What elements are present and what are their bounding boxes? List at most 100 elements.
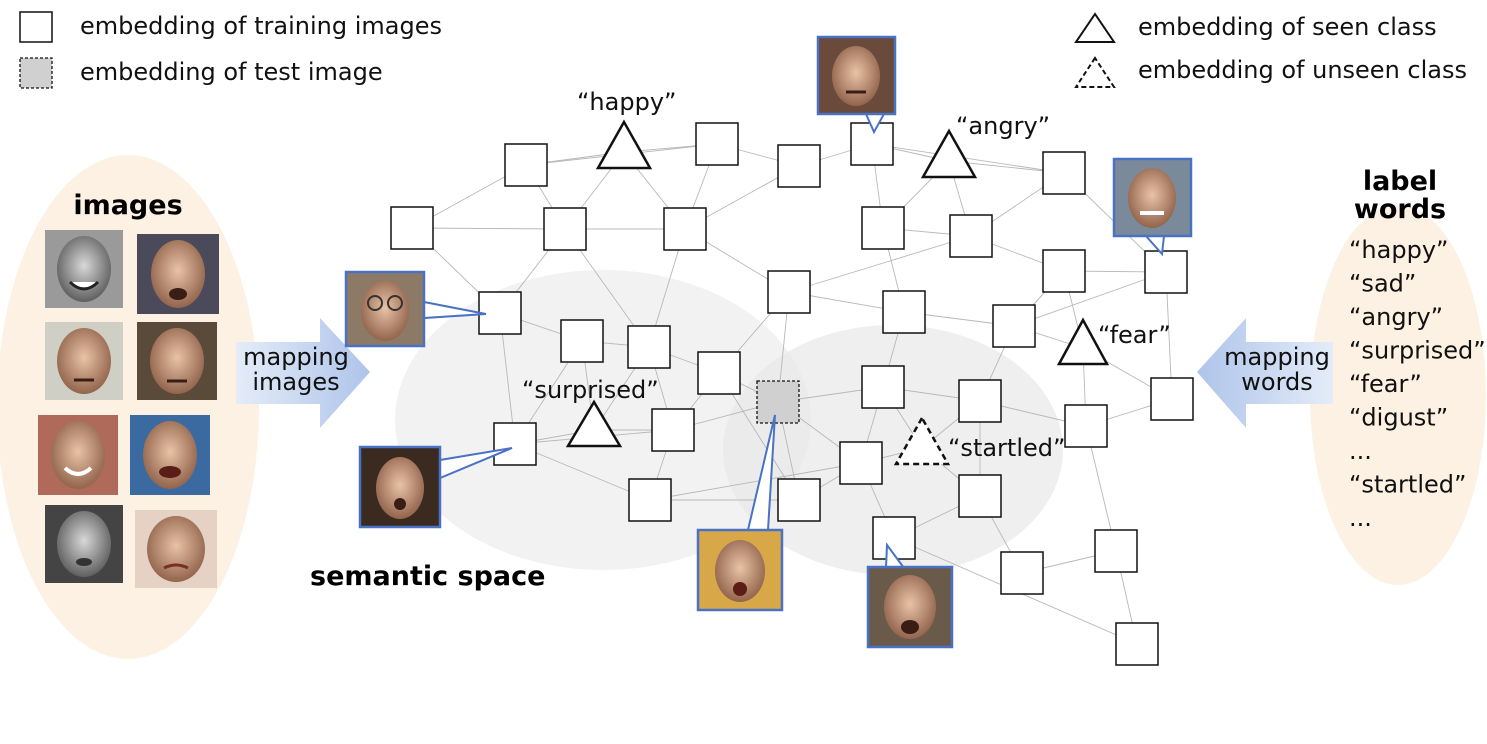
face-thumbnail [137, 322, 217, 400]
startled-label: “startled” [948, 434, 1065, 462]
surprised-label: “surprised” [522, 376, 659, 404]
legend-seen-label: embedding of seen class [1138, 13, 1437, 41]
training-embedding-node [1115, 622, 1159, 666]
semantic-space-title: semantic space [310, 561, 545, 592]
label-word: “angry” [1349, 303, 1443, 331]
graph-nodes [390, 122, 1194, 666]
legend-test-label: embedding of test image [80, 58, 383, 86]
training-embedding-node [1042, 249, 1086, 293]
label-word: ... [1349, 437, 1372, 465]
training-embedding-node [1094, 529, 1138, 573]
label-word: “fear” [1349, 370, 1422, 398]
graph-edge [1013, 271, 1167, 327]
graph-edge [788, 235, 972, 293]
startled-triangle [893, 415, 951, 466]
training-embedding-node [493, 422, 537, 466]
training-embedding-node [504, 143, 548, 187]
training-embedding-node [543, 207, 587, 251]
mapping-images-label-1: mapping [243, 343, 349, 371]
training-embedding-node [839, 441, 883, 485]
training-embedding-node [777, 478, 821, 522]
label-word: “sad” [1349, 270, 1416, 298]
fear-label: “fear” [1098, 321, 1171, 349]
label-word-list: “happy” “sad” “angry” “surprised” “fear” “dig… [1349, 236, 1486, 532]
training-embedding-node [697, 351, 741, 395]
legend-seen-triangle [1074, 12, 1116, 43]
images-ellipse [0, 155, 259, 659]
training-embedding-node [850, 122, 894, 166]
label-words-title-1: label [1363, 166, 1437, 197]
face-thumbnail [135, 510, 217, 588]
face-thumbnail [38, 415, 118, 495]
training-embedding-node [1144, 250, 1188, 294]
label-word: “digust” [1349, 404, 1448, 432]
training-embedding-node [1064, 404, 1108, 448]
mapping-words-label-1: mapping [1224, 343, 1330, 371]
graph-edge [871, 143, 1065, 174]
training-embedding-node [663, 207, 707, 251]
graph-edge [499, 312, 516, 445]
mapping-words-label-2: words [1241, 368, 1313, 396]
legend-test-square [19, 57, 53, 89]
training-embedding-node [1042, 151, 1086, 195]
training-embedding-node [1000, 551, 1044, 595]
callout-girl [358, 445, 513, 529]
label-word: “happy” [1349, 236, 1448, 264]
callout-angry-woman [816, 35, 897, 135]
callout-man-glasses [866, 542, 954, 649]
angry-triangle [920, 128, 978, 179]
label-words-panel: label words “happy” “sad” “angry” “surprise… [1197, 166, 1486, 585]
images-panel: images [0, 155, 370, 659]
training-embedding-node [861, 365, 905, 409]
training-embedding-node [777, 144, 821, 188]
mapping-images-arrow [236, 318, 370, 428]
surprised-triangle [565, 399, 623, 448]
angry-label: “angry” [956, 112, 1050, 140]
graph-edge [514, 443, 651, 501]
training-embedding-node [872, 516, 916, 560]
training-embedding-node [560, 319, 604, 363]
test-embedding-node [756, 380, 800, 424]
training-embedding-node [992, 304, 1036, 348]
face-thumbnail [45, 505, 123, 583]
face-thumbnail [45, 322, 123, 400]
semantic-space: “happy” “angry” “surprised” “fear” “star… [310, 35, 1194, 666]
training-embedding-node [949, 214, 993, 258]
legend-training-square [19, 11, 53, 43]
mapping-words-arrow [1197, 318, 1333, 428]
mapping-images-label-2: images [252, 368, 339, 396]
happy-label: “happy” [577, 88, 676, 116]
face-thumbnail [130, 415, 210, 495]
training-embedding-node [390, 206, 434, 250]
training-embedding-node [958, 379, 1002, 423]
legend-unseen-triangle [1074, 56, 1116, 88]
training-embedding-node [1150, 377, 1194, 421]
graph-edge [411, 227, 566, 230]
label-word: “surprised” [1349, 337, 1486, 365]
training-embedding-node [861, 206, 905, 250]
legend-unseen-label: embedding of unseen class [1138, 56, 1467, 84]
training-embedding-node [651, 408, 695, 452]
training-embedding-node [695, 122, 739, 166]
training-embedding-node [627, 325, 671, 369]
images-title: images [73, 190, 182, 221]
training-embedding-node [882, 290, 926, 334]
label-words-title-2: words [1354, 194, 1446, 225]
graph-edge [649, 462, 862, 501]
training-embedding-node [767, 270, 811, 314]
fear-triangle [1056, 317, 1110, 366]
label-word: ... [1349, 504, 1372, 532]
legend-training-label: embedding of training images [80, 12, 442, 40]
label-words-ellipse [1310, 205, 1486, 585]
legend: embedding of training images embedding o… [19, 11, 1467, 89]
callout-blonde-woman [696, 414, 784, 612]
callout-old-woman [344, 270, 487, 348]
training-embedding-node [958, 474, 1002, 518]
training-embedding-node [628, 478, 672, 522]
face-thumbnail [45, 230, 123, 308]
label-word: “startled” [1349, 471, 1466, 499]
callout-fear-man [1112, 157, 1193, 257]
happy-triangle [595, 119, 653, 170]
face-thumbnail [137, 234, 219, 314]
